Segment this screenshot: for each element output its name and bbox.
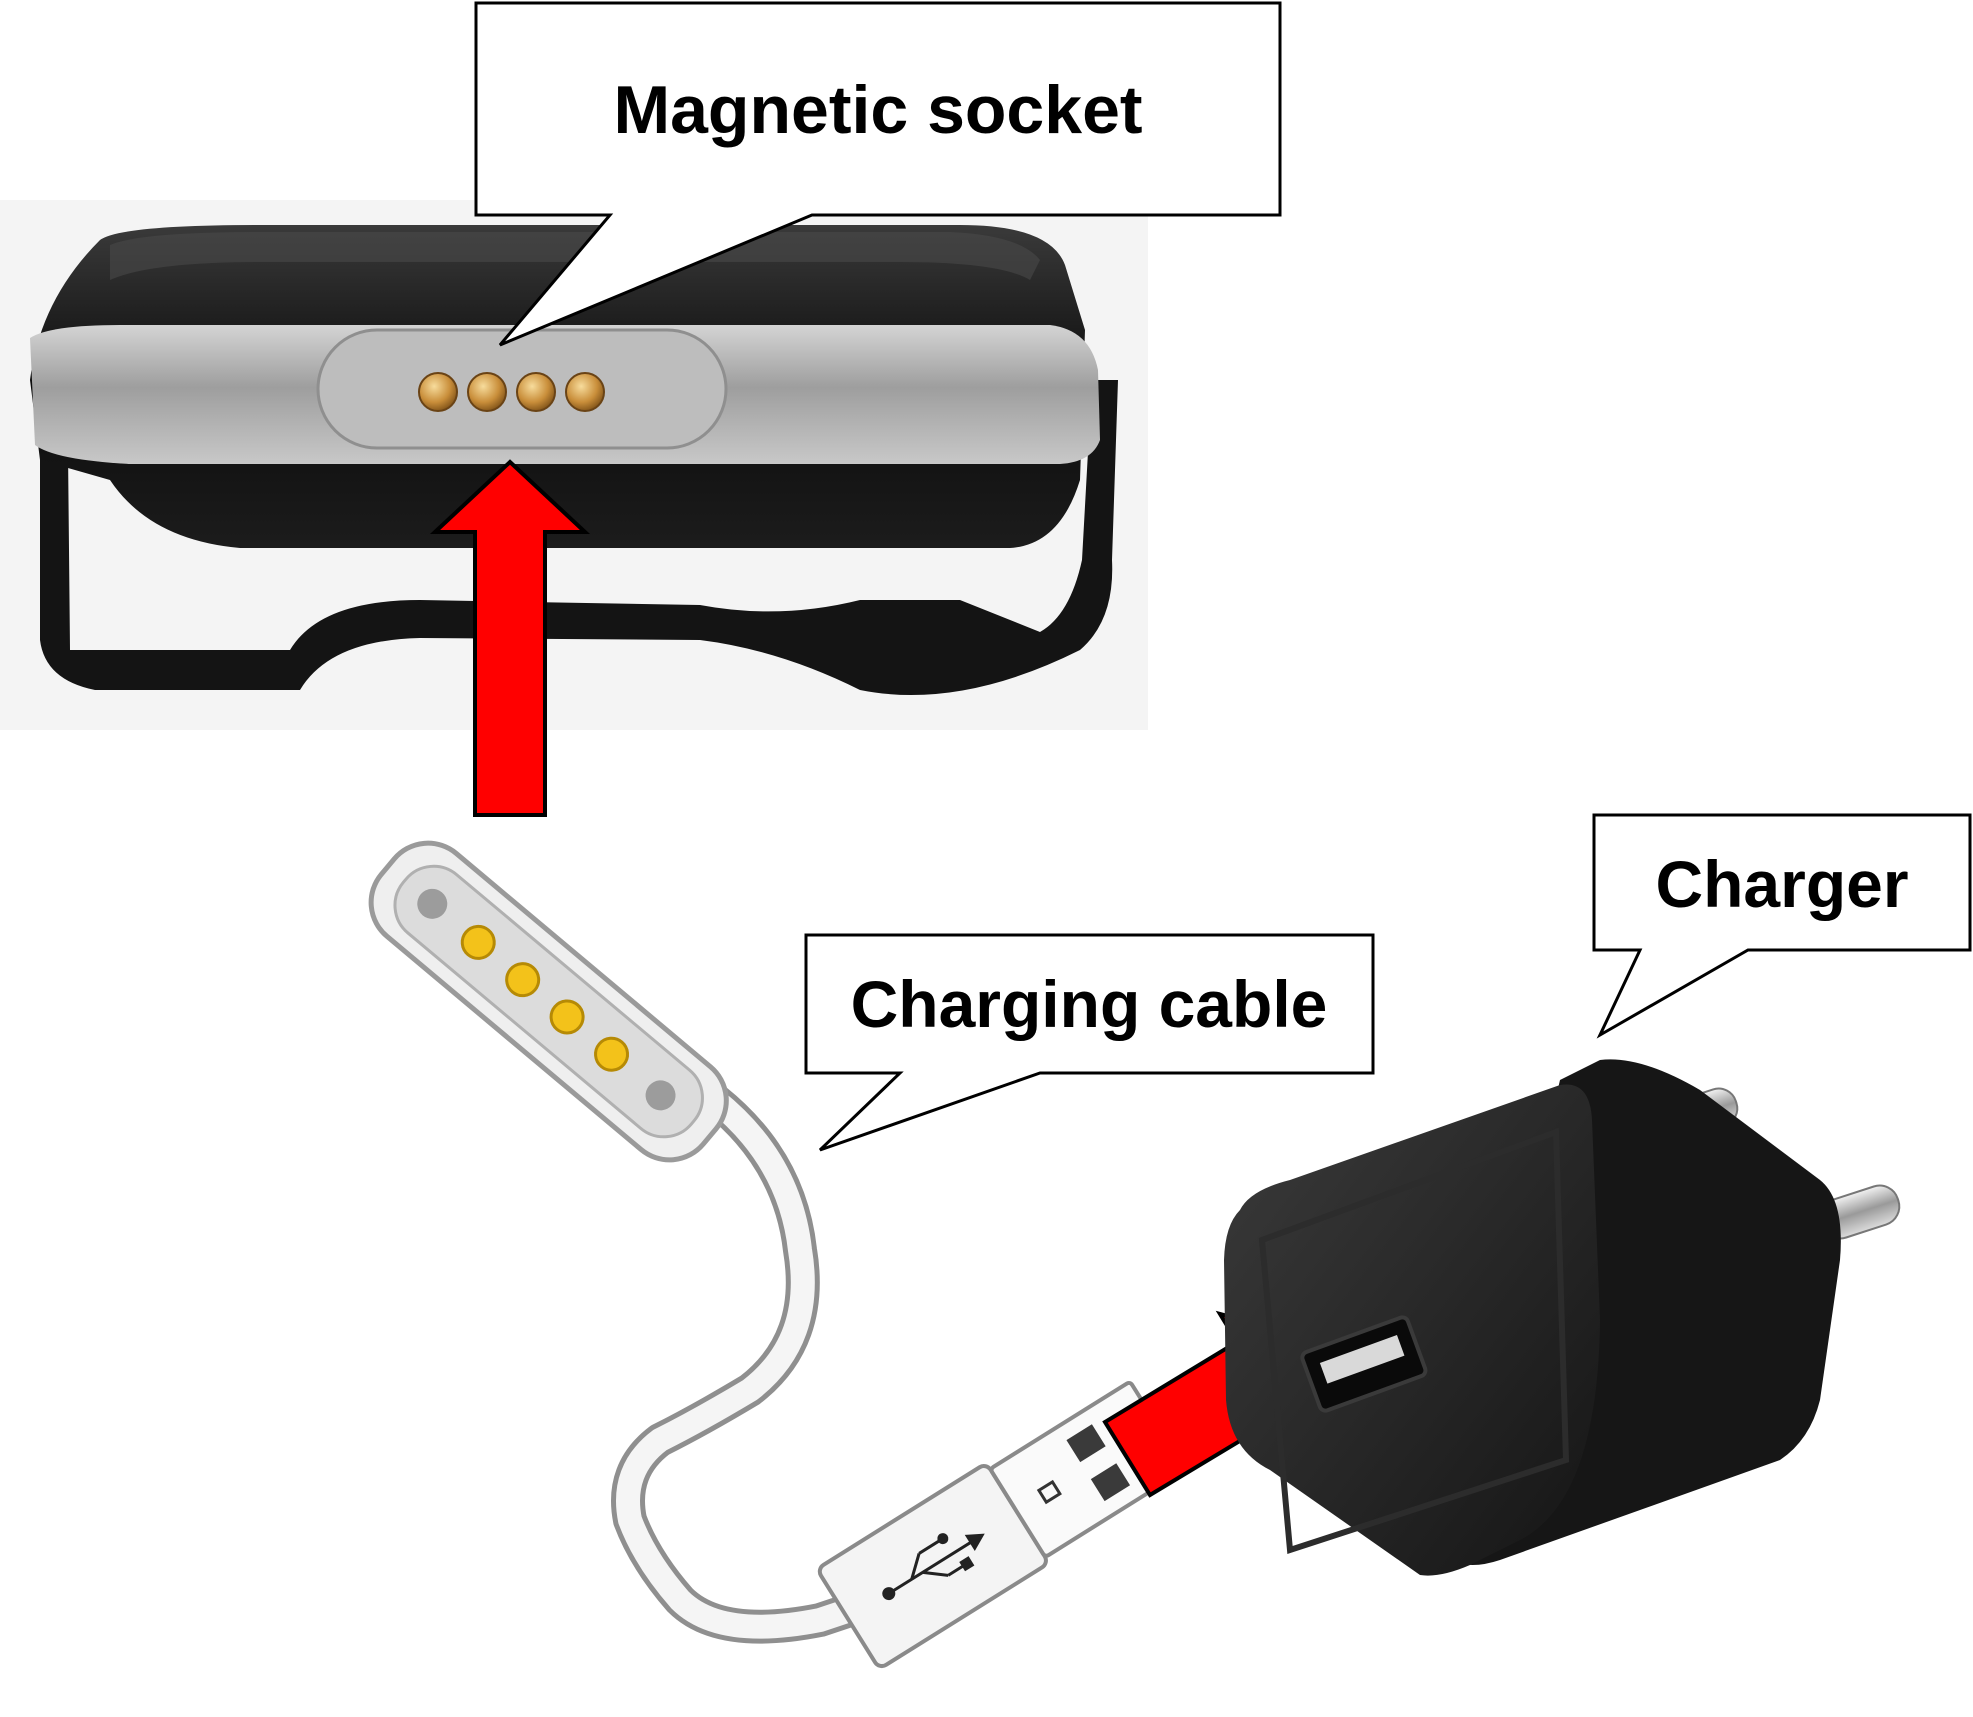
cable-wire-highlight (616, 1088, 892, 1639)
cable-wire (611, 1083, 897, 1644)
arrow-cable-to-socket (429, 459, 591, 817)
connector-pin (594, 1036, 630, 1072)
socket-pin (467, 372, 507, 412)
wall-charger (1224, 1059, 1901, 1576)
charger-front-inset (1258, 1127, 1570, 1555)
socket-pin (565, 372, 605, 412)
socket-pin (418, 372, 458, 412)
connector-pin (460, 924, 496, 960)
charger-usb-port-tongue (1319, 1334, 1405, 1384)
magnetic-socket-label: Magnetic socket (613, 72, 1142, 148)
usb-contact (1090, 1463, 1131, 1502)
charger-callout: Charger (1592, 813, 1972, 1039)
callout-bubble (1592, 813, 1972, 1039)
device-clip-frame (40, 380, 1118, 695)
callout-bubble (474, 1, 1282, 347)
connector-pin-outer (645, 1080, 676, 1111)
magnetic-socket-callout: Magnetic socket (474, 1, 1282, 347)
charging-cable-label: Charging cable (851, 967, 1328, 1041)
callout-bubble (804, 933, 1375, 1152)
socket-pin (516, 372, 556, 412)
usb-contact-small (1036, 1479, 1062, 1505)
usb-symbol-icon (882, 1533, 985, 1601)
magnetic-socket-pins (418, 372, 605, 412)
charging-cable-callout: Charging cable (804, 933, 1375, 1152)
charger-label: Charger (1655, 847, 1908, 921)
connector-pin (505, 962, 541, 998)
connector-pin (549, 999, 585, 1035)
charging-cable (368, 840, 1186, 1669)
usb-contact (1066, 1424, 1106, 1463)
connector-pin-outer (417, 888, 448, 919)
